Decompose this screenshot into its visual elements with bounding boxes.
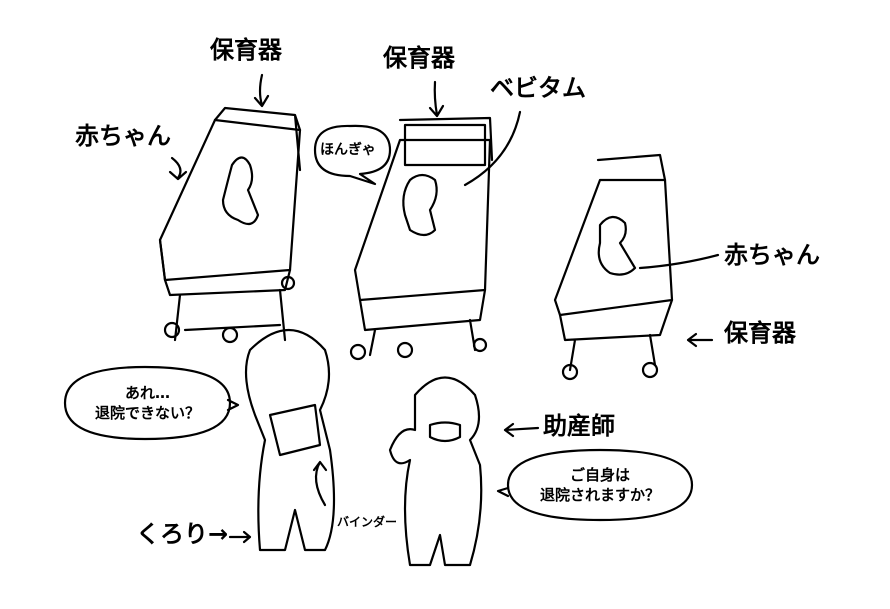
bubble-outline-kurori <box>63 365 240 441</box>
speech-kurori: あれ… 退院できない？ <box>70 383 225 424</box>
label-baby-1: 赤ちゃん <box>75 122 171 150</box>
label-bitamu: ベビタム <box>490 74 586 102</box>
speech-kurori-line2: 退院できない？ <box>94 404 200 423</box>
speech-midwife: ご自身は 退院されますか？ <box>515 465 685 506</box>
label-binder: バインダー <box>337 515 398 529</box>
incubator-center <box>349 116 494 361</box>
pointer-arrows <box>168 73 720 544</box>
incubator-left <box>158 106 302 344</box>
kurori-figure <box>244 328 336 552</box>
bubble-outline-midwife <box>496 448 694 522</box>
midwife-figure <box>388 376 483 567</box>
speech-kurori-line1: あれ… <box>124 384 170 402</box>
incubator-right <box>553 153 674 381</box>
speech-midwife-line2: 退院されますか？ <box>539 486 660 505</box>
label-incubator-3: 保育器 <box>724 319 796 347</box>
speech-midwife-line1: ご自身は <box>569 466 630 484</box>
speech-baby-cry: ほんぎゃ <box>320 142 376 158</box>
bubble-outline-cry <box>313 124 392 186</box>
label-kurori: くろり→ <box>136 520 229 548</box>
label-incubator-1: 保育器 <box>210 36 282 64</box>
label-incubator-2: 保育器 <box>383 44 455 72</box>
label-baby-2: 赤ちゃん <box>724 241 820 269</box>
label-midwife: 助産師 <box>543 412 615 440</box>
